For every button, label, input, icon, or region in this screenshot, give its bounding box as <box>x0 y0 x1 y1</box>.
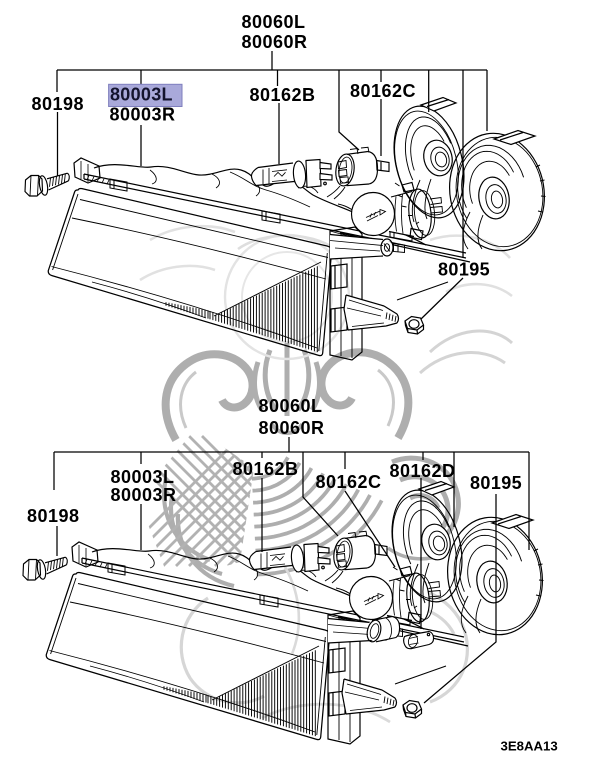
svg-text:80003L: 80003L <box>111 467 175 487</box>
svg-text:3E8AA13: 3E8AA13 <box>501 739 558 754</box>
svg-text:80162D: 80162D <box>390 461 456 481</box>
svg-text:80195: 80195 <box>470 473 522 493</box>
svg-text:80162B: 80162B <box>233 459 299 479</box>
svg-text:80060R: 80060R <box>242 32 308 52</box>
svg-text:80003R: 80003R <box>111 485 177 505</box>
svg-text:80162B: 80162B <box>250 85 316 105</box>
svg-text:80162C: 80162C <box>316 472 382 492</box>
svg-text:80162C: 80162C <box>350 81 416 101</box>
svg-text:80198: 80198 <box>27 506 80 526</box>
svg-text:80195: 80195 <box>438 260 490 280</box>
svg-text:80003R: 80003R <box>110 105 176 125</box>
svg-text:80060L: 80060L <box>259 396 323 416</box>
svg-text:80003L: 80003L <box>110 85 173 105</box>
svg-text:80060R: 80060R <box>259 418 325 438</box>
svg-text:80060L: 80060L <box>242 12 306 32</box>
svg-text:80198: 80198 <box>32 94 85 114</box>
